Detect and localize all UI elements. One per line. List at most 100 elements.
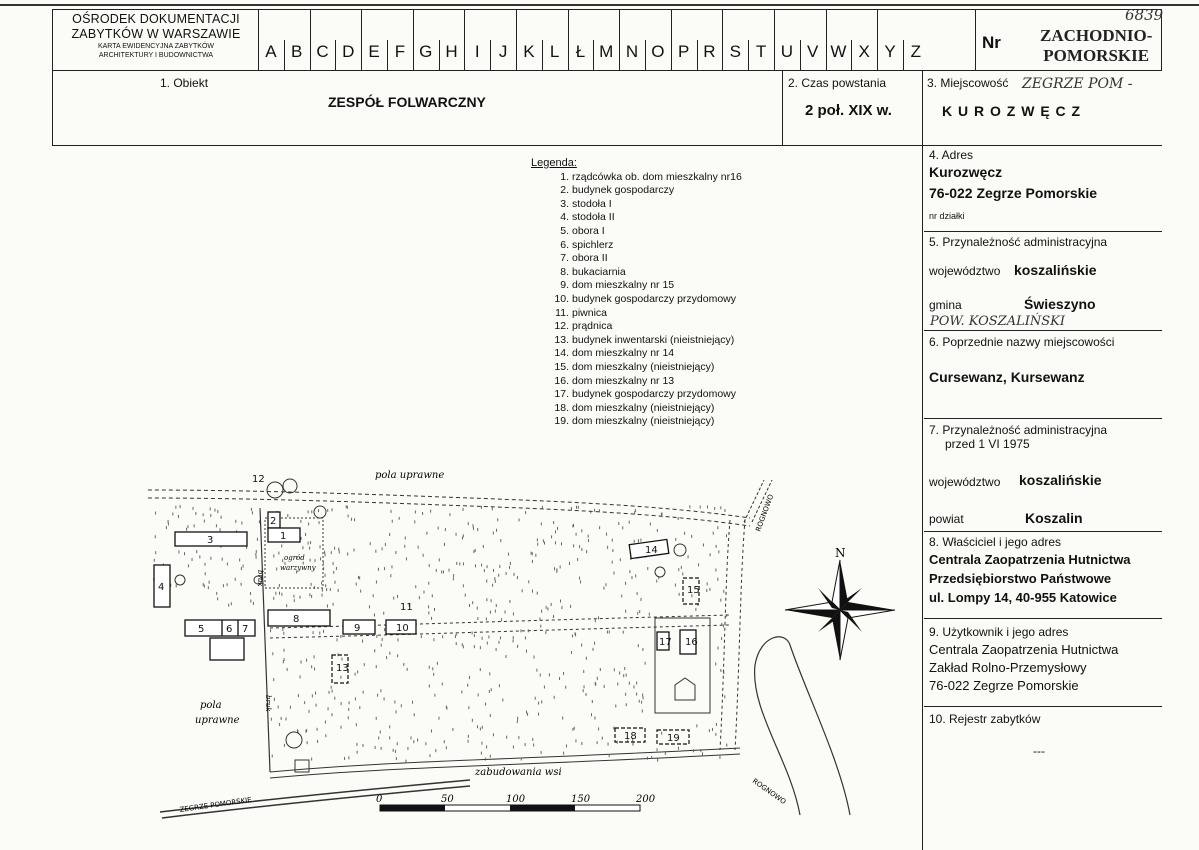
- vegetation-dot: [400, 704, 402, 708]
- vegetation-dot: [390, 574, 392, 578]
- vegetation-dot: [531, 589, 533, 593]
- vegetation-dot: [155, 511, 157, 515]
- vegetation-dot: [471, 631, 473, 635]
- vegetation-dot: [588, 539, 590, 543]
- vegetation-dot: [624, 666, 626, 670]
- letter-separator: [438, 40, 440, 71]
- vegetation-dot: [318, 509, 320, 513]
- vegetation-dot: [372, 594, 374, 598]
- vegetation-dot: [619, 671, 621, 675]
- building-15: [682, 577, 700, 605]
- vegetation-dot: [283, 658, 285, 662]
- vegetation-dot: [165, 526, 167, 530]
- vegetation-dot: [384, 628, 386, 632]
- building-10: [385, 619, 417, 635]
- vegetation-dot: [278, 551, 280, 555]
- vegetation-dot: [675, 537, 677, 541]
- building-1: [267, 527, 301, 543]
- vegetation-dot: [719, 755, 721, 759]
- vegetation-dot: [656, 528, 658, 532]
- vegetation-dot: [433, 672, 435, 676]
- vegetation-dot: [543, 541, 545, 545]
- vegetation-dot: [553, 615, 555, 619]
- vegetation-dot: [717, 577, 719, 581]
- vegetation-dot: [695, 607, 697, 611]
- vegetation-dot: [355, 723, 357, 727]
- vegetation-dot: [557, 527, 559, 531]
- vegetation-dot: [453, 574, 455, 578]
- vegetation-dot: [468, 603, 470, 607]
- vegetation-dot: [283, 631, 285, 635]
- vegetation-dot: [379, 730, 381, 734]
- letters-end-divider: [975, 9, 976, 71]
- vegetation-dot: [625, 703, 627, 707]
- vegetation-dot: [599, 526, 601, 530]
- vegetation-dot: [431, 729, 433, 733]
- vegetation-dot: [331, 508, 333, 512]
- vegetation-dot: [698, 563, 700, 567]
- vegetation-dot: [204, 572, 206, 576]
- vegetation-dot: [311, 665, 313, 669]
- vegetation-dot: [334, 546, 336, 550]
- vegetation-dot: [632, 738, 634, 742]
- vegetation-dot: [391, 519, 393, 523]
- vegetation-dot: [177, 514, 179, 518]
- vegetation-dot: [345, 505, 347, 509]
- vegetation-dot: [431, 594, 433, 598]
- vegetation-dot: [726, 743, 728, 747]
- vegetation-dot: [583, 685, 585, 689]
- index-letter-j: J: [498, 42, 508, 61]
- legend-item: 16.dom mieszkalny nr 13: [531, 375, 742, 389]
- vegetation-dot: [340, 675, 342, 679]
- vegetation-dot: [545, 631, 547, 635]
- vegetation-dot: [575, 505, 577, 509]
- vegetation-dot: [217, 510, 219, 514]
- vegetation-dot: [215, 524, 217, 528]
- vegetation-dot: [210, 513, 212, 517]
- vegetation-dot: [155, 551, 157, 555]
- vegetation-dot: [530, 551, 532, 555]
- map-label-pavement-1: bruk: [256, 570, 264, 587]
- vegetation-dot: [455, 632, 457, 636]
- vegetation-dot: [540, 624, 542, 628]
- vegetation-dot: [573, 726, 575, 730]
- vegetation-dot: [565, 685, 567, 689]
- vegetation-dot: [351, 517, 353, 521]
- vegetation-dot: [592, 647, 594, 651]
- vegetation-dot: [639, 610, 641, 614]
- vegetation-dot: [202, 513, 204, 517]
- vegetation-dot: [472, 526, 474, 530]
- index-letter-s: S: [729, 42, 741, 61]
- letter-separator: [696, 40, 698, 71]
- vegetation-dot: [395, 550, 397, 554]
- vegetation-dot: [611, 538, 613, 542]
- locality-label: 3. Miejscowość: [927, 76, 1009, 90]
- vegetation-dot: [520, 757, 522, 761]
- vegetation-dot: [222, 584, 224, 588]
- vegetation-dot: [636, 591, 638, 595]
- vegetation-dot: [179, 505, 181, 509]
- legend-item: 19.dom mieszkalny (nieistniejący): [531, 415, 742, 429]
- vegetation-dot: [240, 582, 242, 586]
- vegetation-dot: [631, 576, 633, 580]
- vegetation-dot: [715, 722, 717, 726]
- building-number-3: 3: [207, 535, 213, 546]
- row1-bottom-rule: [52, 145, 924, 146]
- vegetation-dot: [538, 701, 540, 705]
- vegetation-dot: [479, 668, 481, 672]
- building-number-6: 6: [226, 624, 232, 635]
- vegetation-dot: [355, 582, 357, 586]
- vegetation-dot: [393, 596, 395, 600]
- vegetation-dot: [384, 567, 386, 571]
- vegetation-dot: [649, 522, 651, 526]
- vegetation-dot: [726, 613, 728, 617]
- vegetation-dot: [509, 565, 511, 569]
- vegetation-dot: [660, 512, 662, 516]
- vegetation-dot: [374, 745, 376, 749]
- vegetation-dot: [275, 591, 277, 595]
- vegetation-dot: [425, 742, 427, 746]
- vegetation-dot: [545, 605, 547, 609]
- vegetation-dot: [505, 654, 507, 658]
- vegetation-dot: [721, 622, 723, 626]
